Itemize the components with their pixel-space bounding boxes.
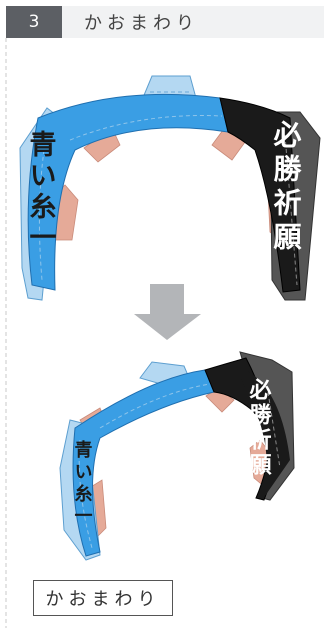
step-header: 3 かおまわり (6, 6, 324, 38)
bottom-headband-figure: 青い糸一 必勝祈願 (59, 351, 295, 561)
bottom-right-text: 必勝祈願 (246, 377, 272, 478)
caption-label: かおまわり (33, 580, 173, 616)
top-left-text: 青い糸一 (25, 130, 57, 254)
top-black-band (219, 97, 301, 293)
bottom-left-text: 青い糸一 (72, 440, 93, 528)
top-right-text: 必勝祈願 (270, 120, 303, 256)
top-blue-band (27, 93, 229, 291)
down-arrow-icon (134, 284, 201, 340)
step-title: かおまわり (62, 6, 324, 38)
dashed-guide-line (5, 38, 7, 628)
bottom-blue-band (72, 369, 215, 557)
step-number: 3 (6, 6, 62, 38)
top-headband-figure: 青い糸一 必勝祈願 (19, 75, 321, 301)
